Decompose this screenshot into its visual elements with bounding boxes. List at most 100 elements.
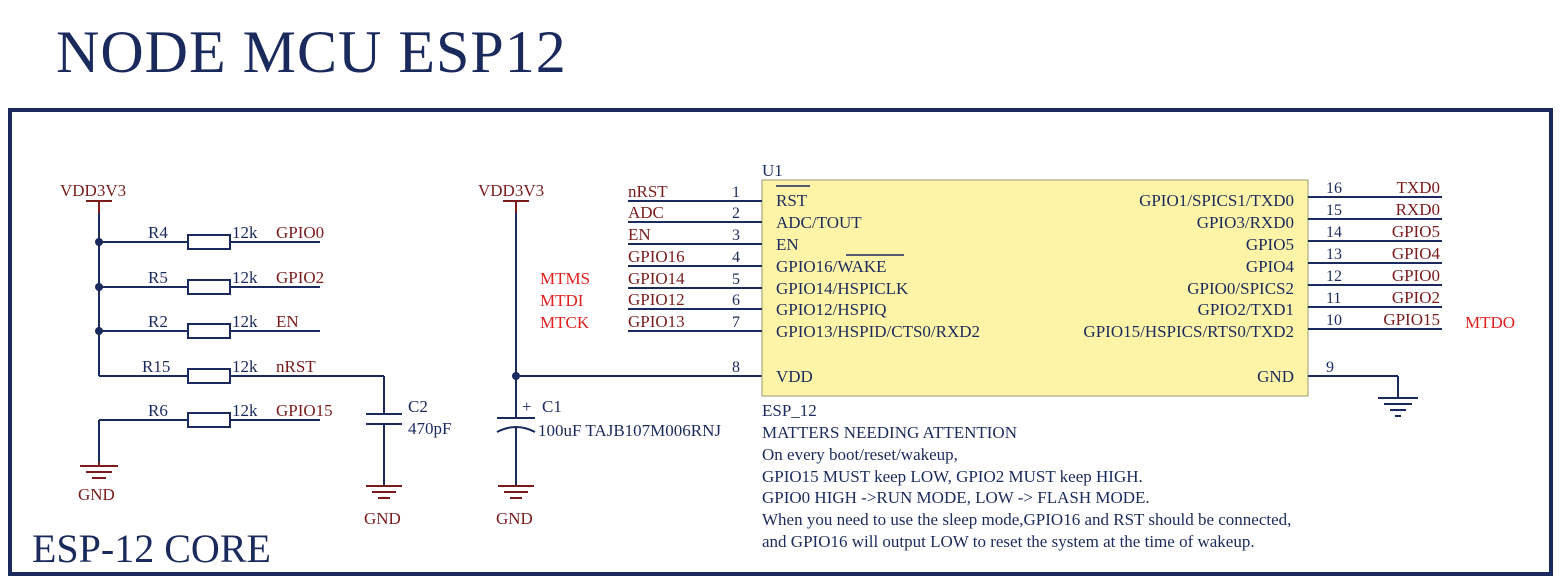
svg-text:GND: GND	[78, 485, 115, 504]
net-label: GPIO2	[276, 268, 324, 287]
capacitor-value: 470pF	[408, 419, 451, 438]
capacitor-ref: C1	[542, 397, 562, 416]
pin-number: 11	[1326, 290, 1341, 307]
pin-net-label: GPIO14	[628, 269, 685, 288]
net-label: GPIO15	[276, 401, 333, 420]
jtag-label-mtck: MTCK	[540, 313, 590, 332]
resistor-value: 12k	[232, 401, 258, 420]
ic-part: ESP_12	[762, 401, 817, 420]
resistor-value: 12k	[232, 357, 258, 376]
pin-name: ADC/TOUT	[776, 213, 862, 232]
pin-name: RST	[776, 191, 808, 210]
resistor-ref: R15	[142, 357, 170, 376]
ic-body	[761, 179, 1309, 397]
pin-net-label: ADC	[628, 203, 664, 222]
pin-number: 7	[732, 314, 740, 331]
pin-number: 13	[1326, 246, 1342, 263]
resistor-r2: R2 12k EN	[99, 312, 320, 339]
notes-block: MATTERS NEEDING ATTENTION On every boot/…	[762, 423, 1291, 551]
pin-name: GPIO12/HSPIQ	[776, 300, 887, 319]
pin-number: 16	[1326, 180, 1342, 197]
vdd-supply: VDD3V3 + C1 100uF TAJB107M006RNJ GND	[478, 181, 762, 528]
resistor-value: 12k	[232, 223, 258, 242]
pin-name: GPIO1/SPICS1/TXD0	[1139, 191, 1294, 210]
notes-line: GPIO15 MUST keep LOW, GPIO2 MUST keep HI…	[762, 467, 1143, 486]
jtag-label-mtdi: MTDI	[540, 291, 584, 310]
pin-net-label: GPIO4	[1392, 244, 1441, 263]
pin-number: 6	[732, 292, 740, 309]
pin-net-label: GPIO5	[1392, 222, 1440, 241]
resistor-ref: R6	[148, 401, 168, 420]
pin-net-label: RXD0	[1396, 200, 1440, 219]
pin-number: 8	[732, 359, 740, 376]
resistor-r4: R4 12k GPIO0	[99, 223, 324, 250]
capacitor-value: 100uF TAJB107M006RNJ	[538, 421, 721, 440]
pin-name: GPIO5	[1246, 235, 1294, 254]
pin-name: EN	[776, 235, 799, 254]
net-label: nRST	[276, 357, 316, 376]
resistor-r6: R6 12k GPIO15	[98, 401, 333, 462]
ground-label: GND	[496, 509, 533, 528]
pin-number: 5	[732, 271, 740, 288]
jtag-label-mtms: MTMS	[540, 269, 590, 288]
power-label-vdd-left: VDD3V3	[60, 181, 126, 200]
resistor-r15: R15 12k nRST	[99, 357, 385, 414]
notes-heading: MATTERS NEEDING ATTENTION	[762, 423, 1017, 442]
pin-name: GPIO16/WAKE	[776, 257, 887, 276]
pin-net-label: GPIO0	[1392, 266, 1440, 285]
pin-number: 3	[732, 227, 740, 244]
pin-name: VDD	[776, 367, 813, 386]
left-pin-wires	[628, 200, 762, 332]
capacitor-c2: C2 470pF GND	[364, 397, 451, 528]
pin-net-label: TXD0	[1397, 178, 1440, 197]
ground-symbol-left: GND	[78, 462, 118, 504]
pin-net-label: GPIO16	[628, 247, 685, 266]
resistor-ref: R2	[148, 312, 168, 331]
resistor-value: 12k	[232, 268, 258, 287]
resistor-r5: R5 12k GPIO2	[99, 268, 324, 295]
pin-name: GPIO2/TXD1	[1198, 300, 1294, 319]
capacitor-ref: C2	[408, 397, 428, 416]
notes-line: and GPIO16 will output LOW to reset the …	[762, 532, 1255, 551]
pin-name: GPIO15/HSPICS/RTS0/TXD2	[1083, 322, 1294, 341]
ground-label: GND	[364, 509, 401, 528]
section-label: ESP-12 CORE	[32, 526, 271, 571]
jtag-label-mtdo: MTDO	[1465, 313, 1515, 332]
pin-name: GND	[1257, 367, 1294, 386]
pin-net-label: GPIO15	[1383, 310, 1440, 329]
pin-net-label: GPIO13	[628, 312, 685, 331]
resistor-value: 12k	[232, 312, 258, 331]
page-title: NODE MCU ESP12	[56, 19, 567, 85]
pin-net-label: GPIO12	[628, 290, 685, 309]
right-pin-wires	[1308, 196, 1442, 330]
pin-number: 10	[1326, 312, 1342, 329]
ic-u1: U1 ESP_12 nRST ADC EN GPIO16 GPIO14 GPIO…	[628, 161, 1442, 420]
pin-number: 15	[1326, 202, 1342, 219]
ic-ref: U1	[762, 161, 783, 180]
net-label: EN	[276, 312, 299, 331]
notes-line: GPIO0 HIGH ->RUN MODE, LOW -> FLASH MODE…	[762, 488, 1150, 507]
pin-number: 9	[1326, 359, 1334, 376]
resistor-ref: R4	[148, 223, 168, 242]
pin-name: GPIO14/HSPICLK	[776, 279, 909, 298]
ground-symbol-right	[1378, 397, 1418, 417]
schematic-frame	[8, 108, 1553, 576]
pin-net-label: nRST	[628, 182, 668, 201]
pin-net-label: EN	[628, 225, 651, 244]
pin-name: GPIO4	[1246, 257, 1295, 276]
resistor-network: VDD3V3 R4 12k GPIO0 R5 12k GPIO2	[60, 181, 451, 528]
pin-net-label: GPIO2	[1392, 288, 1440, 307]
pin-number: 1	[732, 184, 740, 201]
pin-name: GPIO3/RXD0	[1197, 213, 1294, 232]
junction-dot	[512, 372, 520, 380]
capacitor-polarity: +	[522, 397, 532, 416]
power-label-vdd-mid: VDD3V3	[478, 181, 544, 200]
pin-number: 2	[732, 205, 740, 222]
resistor-ref: R5	[148, 268, 168, 287]
notes-line: On every boot/reset/wakeup,	[762, 445, 958, 464]
pin-number: 14	[1326, 224, 1342, 241]
pin-number: 4	[732, 249, 740, 266]
pin-number: 12	[1326, 268, 1342, 285]
net-label: GPIO0	[276, 223, 324, 242]
